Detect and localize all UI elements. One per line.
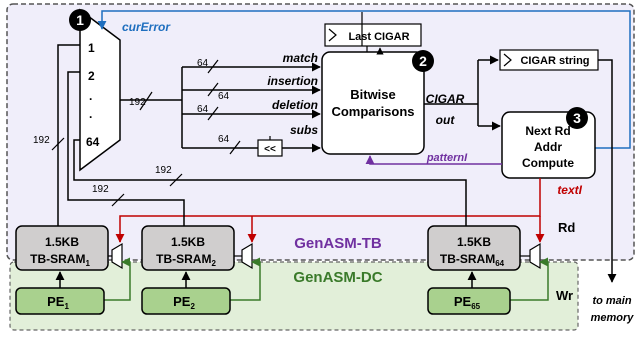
pe-1-label: PE1 [47, 294, 69, 311]
addr-label: Addr [534, 140, 562, 154]
tb-sram-2-size: 1.5KB [171, 235, 205, 249]
tb-sram-2 [141, 225, 235, 271]
pattern-line [365, 155, 502, 165]
sram64-bus [73, 139, 467, 226]
cigar-string-to-memory [598, 59, 617, 283]
shift-box [257, 139, 283, 157]
shift-label: << [264, 144, 276, 155]
cigar-string-clock-icon [503, 53, 512, 67]
sram64-slash [169, 173, 183, 187]
bus-width-slashes [207, 59, 241, 155]
cigar-label: CIGAR [426, 92, 465, 106]
tb-sram-64-size: 1.5KB [457, 235, 491, 249]
pe-2 [141, 287, 231, 315]
badge-2 [412, 50, 434, 72]
next-rd-label: Next Rd [525, 124, 570, 138]
memory-label: memory [591, 312, 635, 324]
mux-input-2: 2 [88, 69, 95, 83]
pe1-writeback [104, 257, 131, 301]
bus-label-middle: 192 [92, 184, 109, 195]
cur-error-label: curError [122, 20, 171, 34]
text-line [119, 178, 541, 242]
badge-1 [69, 9, 91, 31]
mux-output-slash [139, 91, 153, 111]
comparisons-label: Comparisons [331, 104, 414, 119]
to-main-label: to main [592, 295, 631, 307]
last-cigar-clock-icon [328, 28, 337, 42]
mux-input-dot-2: . [89, 107, 92, 121]
pe2-writeback [230, 257, 261, 301]
tb-sram-64-name: TB-SRAM64 [440, 252, 505, 268]
text-label: textI [557, 183, 582, 197]
tb-sram-2-name: TB-SRAM2 [156, 252, 216, 268]
pe-1 [15, 287, 105, 315]
bus-label-left: 192 [33, 135, 50, 146]
bitwise-comparisons-box [321, 51, 425, 155]
pe-65-label: PE65 [454, 294, 481, 311]
tb-sram-1-size: 1.5KB [45, 235, 79, 249]
cigar-string-label: CIGAR string [520, 55, 589, 67]
multiplexer [79, 8, 121, 172]
badge-1-label: 1 [76, 12, 84, 28]
bitwise-label: Bitwise [350, 87, 396, 102]
sram1-slash [51, 137, 65, 151]
cur-error-line [97, 10, 631, 149]
pe-2-label: PE2 [173, 294, 195, 311]
mux-input-1: 1 [88, 41, 95, 55]
match-label: match [283, 51, 318, 65]
subs-label: subs [290, 123, 318, 137]
write-muxes [111, 242, 541, 270]
tb-sram-1 [15, 225, 109, 271]
bus-label-diagonal: 192 [155, 165, 172, 176]
genasm-tb-label: GenASM-TB [294, 235, 382, 252]
mux-output-width: 192 [129, 97, 146, 108]
pe-65 [427, 287, 511, 315]
pe65-writeback [510, 257, 549, 301]
last-cigar-box [324, 23, 422, 47]
badge-3 [566, 107, 588, 129]
wr-label: Wr [556, 288, 573, 303]
deletion-width: 64 [197, 104, 209, 115]
tb-sram-64 [427, 225, 521, 271]
badge-2-label: 2 [419, 53, 427, 69]
deletion-label: deletion [272, 98, 318, 112]
subs-width: 64 [218, 134, 230, 145]
badge-3-label: 3 [573, 110, 581, 126]
insertion-width: 64 [218, 91, 230, 102]
tb-sram-1-name: TB-SRAM1 [30, 252, 90, 268]
pattern-label: patternI [426, 152, 468, 164]
sram1-bus [57, 44, 80, 226]
mux-input-dot-1: . [89, 89, 92, 103]
last-cigar-label: Last CIGAR [348, 31, 409, 43]
rd-label: Rd [558, 220, 575, 235]
insertion-label: insertion [267, 74, 318, 88]
out-label: out [436, 113, 456, 127]
genasm-dc-label: GenASM-DC [293, 269, 382, 286]
next-rd-addr-box [501, 111, 596, 179]
match-width: 64 [197, 58, 209, 69]
sram2-bus [67, 71, 185, 226]
mux-input-64: 64 [86, 135, 100, 149]
compute-label: Compute [522, 156, 574, 170]
sram2-slash [111, 193, 125, 207]
